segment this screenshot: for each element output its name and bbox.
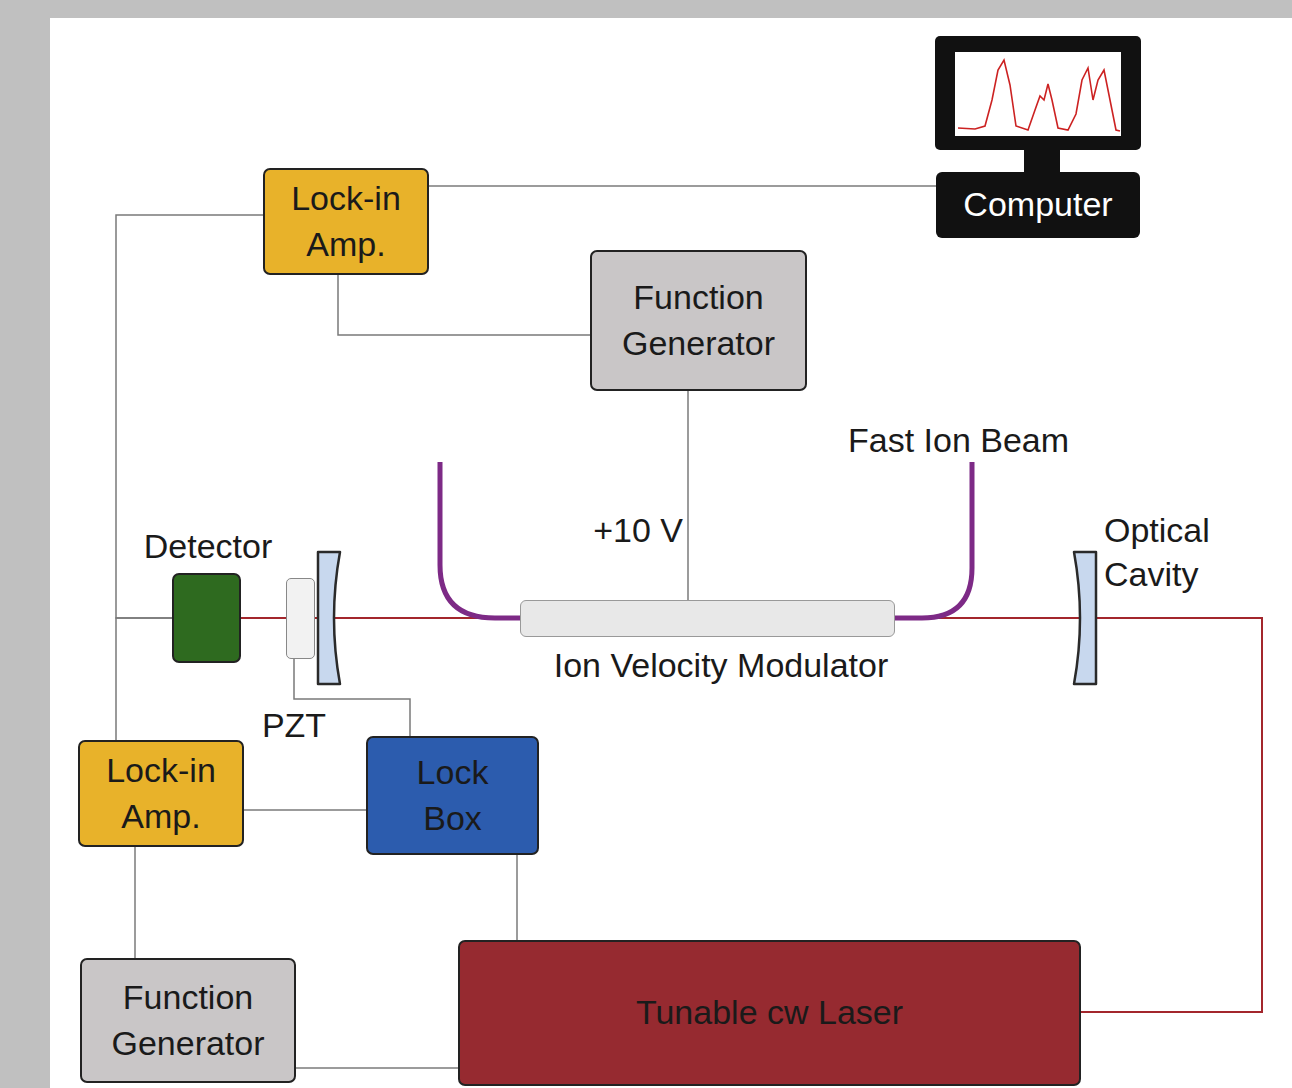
connector-line: [244, 809, 366, 811]
monitor-icon: [935, 36, 1141, 174]
box-label: Lock Box: [398, 750, 508, 842]
connector-line: [516, 855, 518, 940]
pzt-box: PZT: [286, 578, 315, 659]
box-label: Function Generator: [88, 975, 288, 1067]
monitor-screen: [955, 52, 1121, 136]
part-label: Ion Velocity Modulator: [511, 645, 931, 686]
box-label: Function Generator: [599, 275, 799, 367]
lockin-amp-box: Lock-in Amp.: [78, 740, 244, 847]
signal-wire: [135, 847, 136, 958]
computer-box: Computer: [936, 172, 1140, 238]
signal-wire: [244, 810, 366, 811]
signal-wire: [338, 275, 590, 335]
monitor-frame: [935, 36, 1141, 150]
part-label: Detector: [118, 526, 298, 567]
detector-box: Detector: [172, 573, 241, 663]
signal-wire: [517, 855, 518, 940]
lockin-amp-box: Lock-in Amp.: [263, 168, 429, 275]
connector-line: [116, 618, 172, 740]
spectrum-trace: [958, 60, 1120, 131]
signal-wire: [429, 186, 936, 187]
laser-box: Tunable cw Laser: [458, 940, 1081, 1086]
monitor-stand: [1024, 150, 1060, 174]
signal-wire: [296, 1068, 458, 1069]
box-label: Lock-in Amp.: [86, 748, 236, 840]
connector-line: [296, 1067, 458, 1069]
box-label: Lock-in Amp.: [271, 176, 421, 268]
cavity-mirror: [318, 552, 340, 684]
annotation-label: Fast Ion Beam: [848, 418, 1128, 462]
lock-box: Lock Box: [366, 736, 539, 855]
box-label: Tunable cw Laser: [636, 990, 903, 1036]
function-generator-box: Function Generator: [590, 250, 807, 391]
annotation-label: Optical Cavity: [1104, 508, 1254, 596]
connector-line: [338, 275, 590, 335]
voltage-label: +10 V: [593, 508, 683, 552]
cavity-mirror: [1074, 552, 1096, 684]
connector-line: [687, 391, 689, 600]
ion-beam-in: [440, 462, 522, 618]
ion-velocity-modulator-tube: Ion Velocity Modulator: [520, 600, 895, 637]
connector-line: [429, 185, 936, 187]
signal-wire: [116, 618, 172, 740]
part-label: PZT: [251, 705, 337, 746]
connector-line: [134, 847, 136, 958]
signal-wire: [688, 391, 689, 600]
function-generator-box: Function Generator: [80, 958, 296, 1083]
ion-beam-out: [892, 462, 972, 618]
box-label: Computer: [963, 182, 1112, 228]
